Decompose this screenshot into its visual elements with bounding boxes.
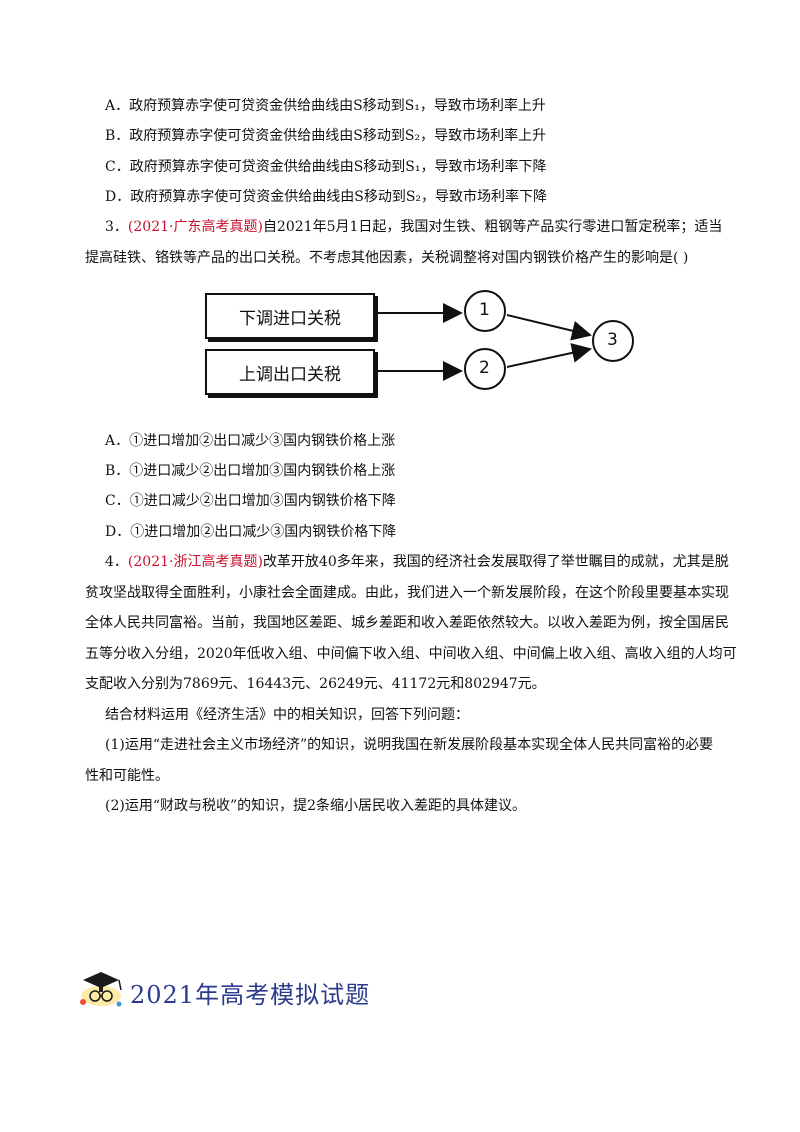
- diagram-box-import-tariff: 下调进口关税: [205, 293, 375, 339]
- q2-option-d: D．政府预算赤字使可贷资金供给曲线由S移动到S₂，导致市场利率下降: [105, 189, 548, 205]
- q3-source: (2021·广东高考真题): [127, 219, 263, 235]
- q4-number: 4．: [105, 554, 128, 570]
- q3-option-a: A．①进口增加②出口减少③国内钢铁价格上涨: [105, 433, 396, 449]
- diagram-arrows: [377, 290, 634, 390]
- q2-option-c: C．政府预算赤字使可贷资金供给曲线由S移动到S₁，导致市场利率下降: [105, 159, 547, 175]
- diagram-node-1-label: 1: [479, 300, 490, 320]
- diagram-node-2: [464, 348, 506, 390]
- q4-stem-line4: 五等分收入分组，2020年低收入组、中间偏下收入组、中间收入组、中间偏上收入组、…: [85, 646, 737, 662]
- diagram-box-export-tariff: 上调出口关税: [205, 349, 375, 395]
- diagram-node-1: [464, 290, 506, 332]
- q3-stem-line2: 提高硅铁、铬铁等产品的出口关税。不考虑其他因素，关税调整将对国内钢铁价格产生的影…: [85, 250, 689, 266]
- q4-text: 改革开放40多年来，我国的经济社会发展取得了举世瞩目的成就，尤其是脱: [262, 554, 729, 570]
- q4-stem-line2: 贫攻坚战取得全面胜利，小康社会全面建成。由此，我们进入一个新发展阶段，在这个阶段…: [85, 585, 729, 601]
- q4-sub1-line2: 性和可能性。: [85, 768, 169, 784]
- q3-number: 3．: [105, 219, 128, 235]
- arrow-node1-to-node3: [506, 314, 592, 341]
- arrow-node2-to-node3: [506, 343, 592, 368]
- q4-sub1-line1: (1)运用“走进社会主义市场经济”的知识，说明我国在新发展阶段基本实现全体人民共…: [105, 737, 714, 753]
- q4-stem-line1: 4．(2021·浙江高考真题)改革开放40多年来，我国的经济社会发展取得了举世瞩…: [105, 552, 729, 572]
- q4-sub2: (2)运用“财政与税收”的知识，提2条缩小居民收入差距的具体建议。: [105, 798, 527, 814]
- diagram-box-import-tariff-label: 下调进口关税: [239, 308, 341, 329]
- q3-option-d: D．①进口增加②出口减少③国内钢铁价格下降: [105, 524, 397, 540]
- section-title: 2021年高考模拟试题: [130, 981, 371, 1009]
- q4-stem-line5: 支配收入分别为7869元、16443元、26249元、41172元和802947…: [85, 676, 546, 692]
- diagram-box-export-tariff-label: 上调出口关税: [239, 364, 341, 385]
- q3-option-b: B．①进口减少②出口增加③国内钢铁价格上涨: [105, 463, 396, 479]
- q3-option-c: C．①进口减少②出口增加③国内钢铁价格下降: [105, 493, 396, 509]
- q4-prompt: 结合材料运用《经济生活》中的相关知识，回答下列问题：: [105, 707, 469, 723]
- q2-option-a: A．政府预算赤字使可贷资金供给曲线由S移动到S₁，导致市场利率上升: [105, 98, 546, 114]
- q3-stem-line1: 3．(2021·广东高考真题)自2021年5月1日起，我国对生铁、粗钢等产品实行…: [105, 217, 722, 237]
- q3-text: 自2021年5月1日起，我国对生铁、粗钢等产品实行零进口暂定税率；适当: [262, 219, 723, 235]
- q2-option-b: B．政府预算赤字使可贷资金供给曲线由S移动到S₂，导致市场利率上升: [105, 128, 547, 144]
- diagram-node-3: [592, 320, 634, 362]
- diagram-node-2-label: 2: [479, 358, 490, 378]
- scholar-cap-icon: [80, 972, 122, 1007]
- diagram-node-3-label: 3: [607, 330, 618, 350]
- q4-stem-line3: 全体人民共同富裕。当前，我国地区差距、城乡差距和收入差距依然较大。以收入差距为例…: [85, 615, 729, 631]
- q4-source: (2021·浙江高考真题): [127, 554, 263, 570]
- q3-flow-diagram: 下调进口关税 上调出口关税 1 2 3: [195, 283, 645, 413]
